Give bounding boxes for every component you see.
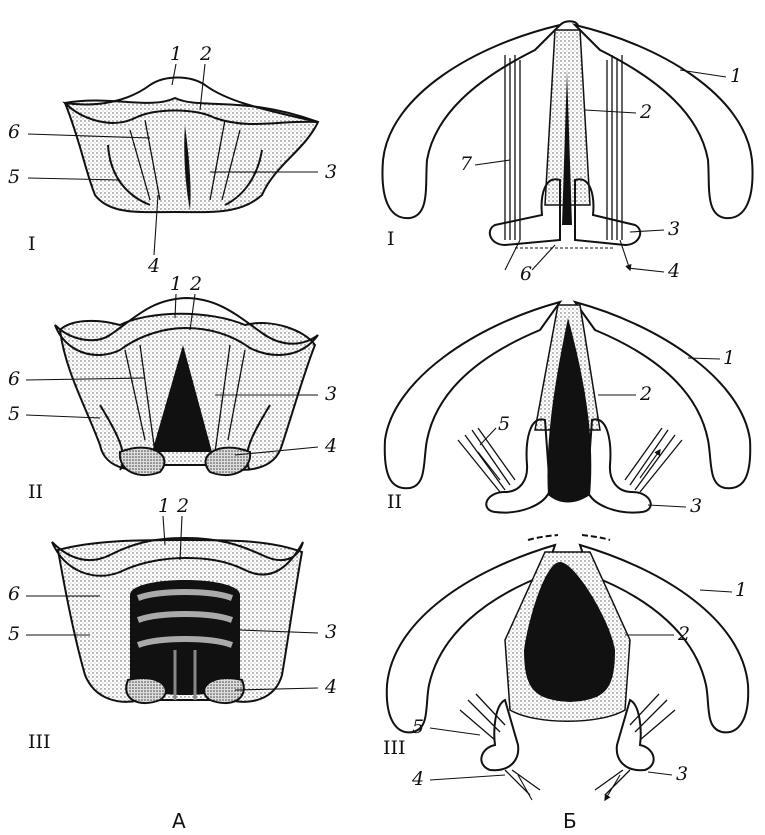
label-3: 3	[690, 495, 702, 517]
label-5: 5	[8, 403, 20, 425]
label-2: 2	[639, 101, 652, 123]
label-6: 6	[8, 121, 20, 143]
label-1: 1	[170, 273, 182, 295]
label-6: 6	[520, 263, 532, 285]
label-2: 2	[639, 383, 652, 405]
roman-numeral: III	[28, 731, 51, 753]
label-6: 6	[8, 368, 20, 390]
label-3: 3	[325, 621, 337, 643]
label-4: 4	[411, 768, 424, 790]
label-7: 7	[460, 153, 473, 175]
label-3: 3	[325, 383, 337, 405]
view-a-2: 1 2 6 5 3 4 II	[8, 273, 337, 503]
label-4: 4	[147, 255, 160, 277]
view-b-1: 1 2 7 3 6 4 I	[382, 21, 752, 285]
label-1: 1	[158, 495, 170, 517]
roman-numeral: I	[28, 233, 36, 255]
label-4: 4	[667, 260, 680, 282]
panel-letter-b: Б	[563, 809, 577, 833]
label-2: 2	[199, 43, 212, 65]
roman-numeral: III	[383, 737, 406, 759]
label-1: 1	[730, 65, 742, 87]
label-4: 4	[324, 435, 337, 457]
label-2: 2	[189, 273, 202, 295]
label-3: 3	[668, 218, 680, 240]
view-b-3: 1 2 5 3 4 III	[383, 535, 748, 800]
panel-letter-a: А	[172, 809, 186, 833]
view-b-2: 1 2 5 3 II	[385, 302, 751, 517]
label-5: 5	[8, 623, 20, 645]
view-a-3: 1 2 6 5 3 4 III	[8, 495, 337, 753]
roman-numeral: II	[28, 481, 43, 503]
label-3: 3	[676, 763, 688, 785]
label-2: 2	[677, 623, 690, 645]
label-5: 5	[498, 413, 510, 435]
roman-numeral: II	[387, 491, 402, 513]
label-6: 6	[8, 583, 20, 605]
label-1: 1	[735, 579, 747, 601]
label-5: 5	[412, 716, 424, 738]
label-2: 2	[176, 495, 189, 517]
label-4: 4	[324, 676, 337, 698]
label-1: 1	[170, 43, 182, 65]
label-5: 5	[8, 166, 20, 188]
label-3: 3	[325, 161, 337, 183]
roman-numeral: I	[387, 228, 395, 250]
view-a-1: 1 2 6 5 3 4 I	[8, 43, 337, 277]
label-1: 1	[723, 347, 735, 369]
